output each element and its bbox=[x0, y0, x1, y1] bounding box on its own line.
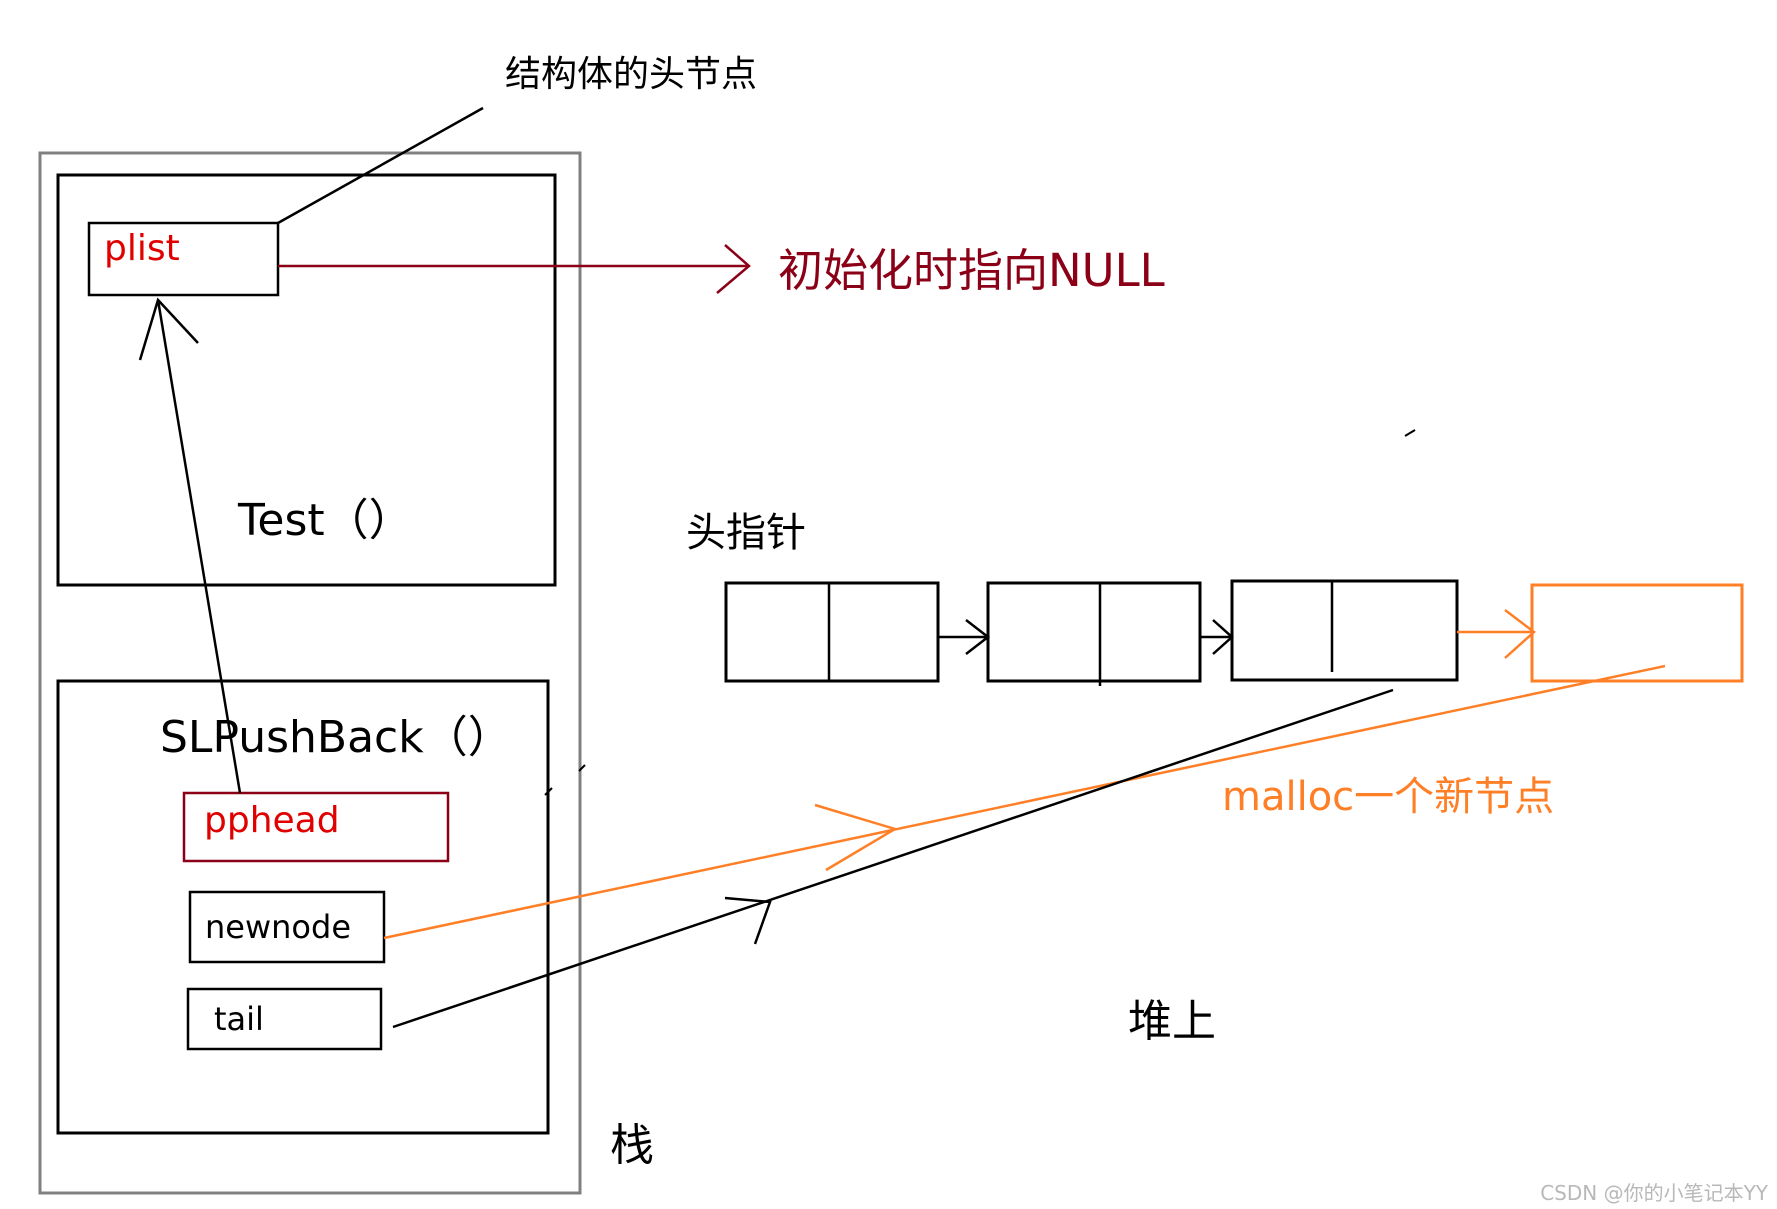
new-list-node bbox=[1530, 583, 1744, 683]
stray-mark-1 bbox=[1404, 429, 1416, 437]
plist-box bbox=[87, 221, 280, 297]
plist-label: plist bbox=[104, 228, 180, 269]
test-frame bbox=[56, 173, 557, 587]
list-node-3 bbox=[1230, 579, 1459, 682]
list-node-2 bbox=[986, 581, 1202, 686]
tail-to-last-node-arrow-head bbox=[724, 896, 772, 945]
struct-head-leader bbox=[277, 106, 484, 225]
stack-label: 栈 bbox=[610, 1120, 654, 1171]
newnode-box bbox=[188, 890, 386, 964]
push-back-function-label: SLPushBack（） bbox=[160, 712, 512, 763]
tail-box bbox=[186, 987, 383, 1051]
newnode-to-new-node-arrow-shaft bbox=[383, 664, 1666, 940]
list-node-3-arrow bbox=[1457, 609, 1536, 659]
list-node-1-arrow bbox=[938, 619, 991, 655]
tail-label: tail bbox=[214, 1000, 264, 1038]
pphead-label: pphead bbox=[204, 800, 340, 841]
test-function-label: Test（） bbox=[237, 495, 413, 546]
head-pointer-label: 头指针 bbox=[686, 510, 806, 556]
heap-label: 堆上 bbox=[1128, 996, 1216, 1047]
push-back-frame bbox=[56, 679, 550, 1135]
stray-mark-2 bbox=[544, 787, 553, 796]
tail-to-last-node-arrow-shaft bbox=[392, 688, 1394, 1029]
newnode-label: newnode bbox=[205, 908, 351, 946]
stack-region bbox=[38, 151, 582, 1195]
init-null-label: 初始化时指向NULL bbox=[778, 244, 1165, 297]
struct-head-label: 结构体的头节点 bbox=[505, 54, 757, 95]
pphead-to-plist-arrow-head bbox=[138, 297, 199, 361]
newnode-to-new-node-arrow-head bbox=[814, 803, 899, 872]
stray-mark-3 bbox=[578, 764, 586, 772]
pphead-box bbox=[182, 791, 450, 863]
watermark: CSDN @你的小笔记本YY bbox=[1540, 1181, 1769, 1205]
pphead-to-plist-arrow-shaft bbox=[156, 299, 242, 794]
list-node-1 bbox=[724, 581, 940, 683]
list-node-2-arrow bbox=[1200, 619, 1234, 655]
malloc-new-node-label: malloc一个新节点 bbox=[1222, 774, 1554, 820]
plist-null-arrow-head bbox=[716, 244, 751, 294]
